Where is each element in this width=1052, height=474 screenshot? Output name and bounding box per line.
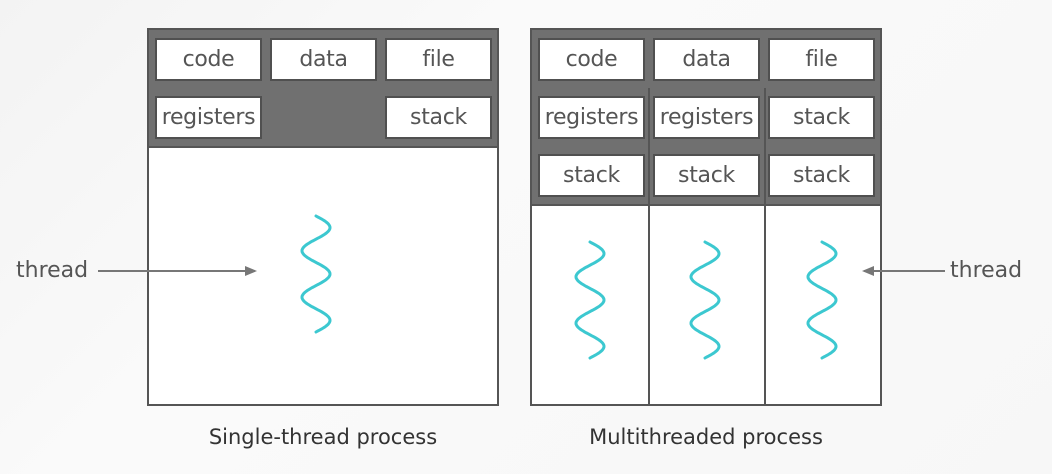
- multi-stack-box-3: stack: [768, 154, 875, 197]
- multi-file-box: file: [768, 38, 875, 81]
- single-file-box: file: [385, 38, 492, 81]
- thread-label-right: thread: [950, 258, 1023, 283]
- thread-squiggle-multi-3: [806, 240, 838, 360]
- thread-squiggle-single: [300, 214, 332, 334]
- multi-column-divider-2: [764, 88, 766, 406]
- multi-column-divider-1: [648, 88, 650, 406]
- multithreaded-process: code data file registers registers stack…: [530, 28, 882, 406]
- thread-squiggle-multi-2: [689, 240, 721, 360]
- single-thread-process: code data file registers stack: [147, 28, 499, 406]
- single-thread-caption: Single-thread process: [208, 425, 438, 449]
- thread-label-left: thread: [16, 258, 89, 283]
- multi-registers-box-2: registers: [653, 96, 760, 139]
- multi-stack-box-top: stack: [768, 96, 875, 139]
- single-data-box: data: [270, 38, 377, 81]
- multi-data-box: data: [653, 38, 760, 81]
- multi-registers-box-1: registers: [538, 96, 645, 139]
- multi-stack-box-2: stack: [653, 154, 760, 197]
- thread-squiggle-multi-1: [574, 240, 606, 360]
- single-stack-box: stack: [385, 96, 492, 139]
- multi-code-box: code: [538, 38, 645, 81]
- multithreaded-caption: Multithreaded process: [589, 425, 823, 449]
- multi-stack-box-1: stack: [538, 154, 645, 197]
- single-code-box: code: [155, 38, 262, 81]
- single-registers-box: registers: [155, 96, 262, 139]
